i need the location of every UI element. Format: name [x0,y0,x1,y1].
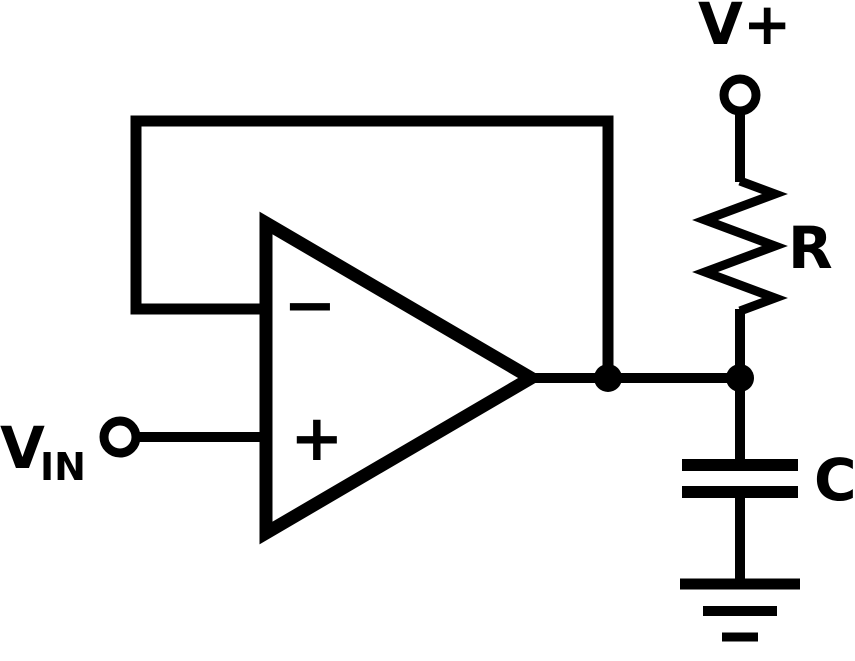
noninverting-input-label: + [290,402,344,476]
capacitor-label: C [814,446,855,514]
vin-label: V [0,414,45,482]
capacitor-symbol [682,459,798,498]
vin-subscript: IN [40,445,86,489]
vin-terminal [99,416,141,458]
ground-symbol [680,578,800,642]
rc-node-dot [726,364,754,392]
resistor-symbol [692,176,788,316]
vplus-label: V+ [698,0,792,58]
inverting-input-label: − [283,269,337,343]
output-node-dot [594,364,622,392]
resistor-label: R [788,214,833,282]
feedback-wire [130,115,614,384]
opamp-triangle [259,211,544,545]
vplus-terminal [719,74,761,116]
